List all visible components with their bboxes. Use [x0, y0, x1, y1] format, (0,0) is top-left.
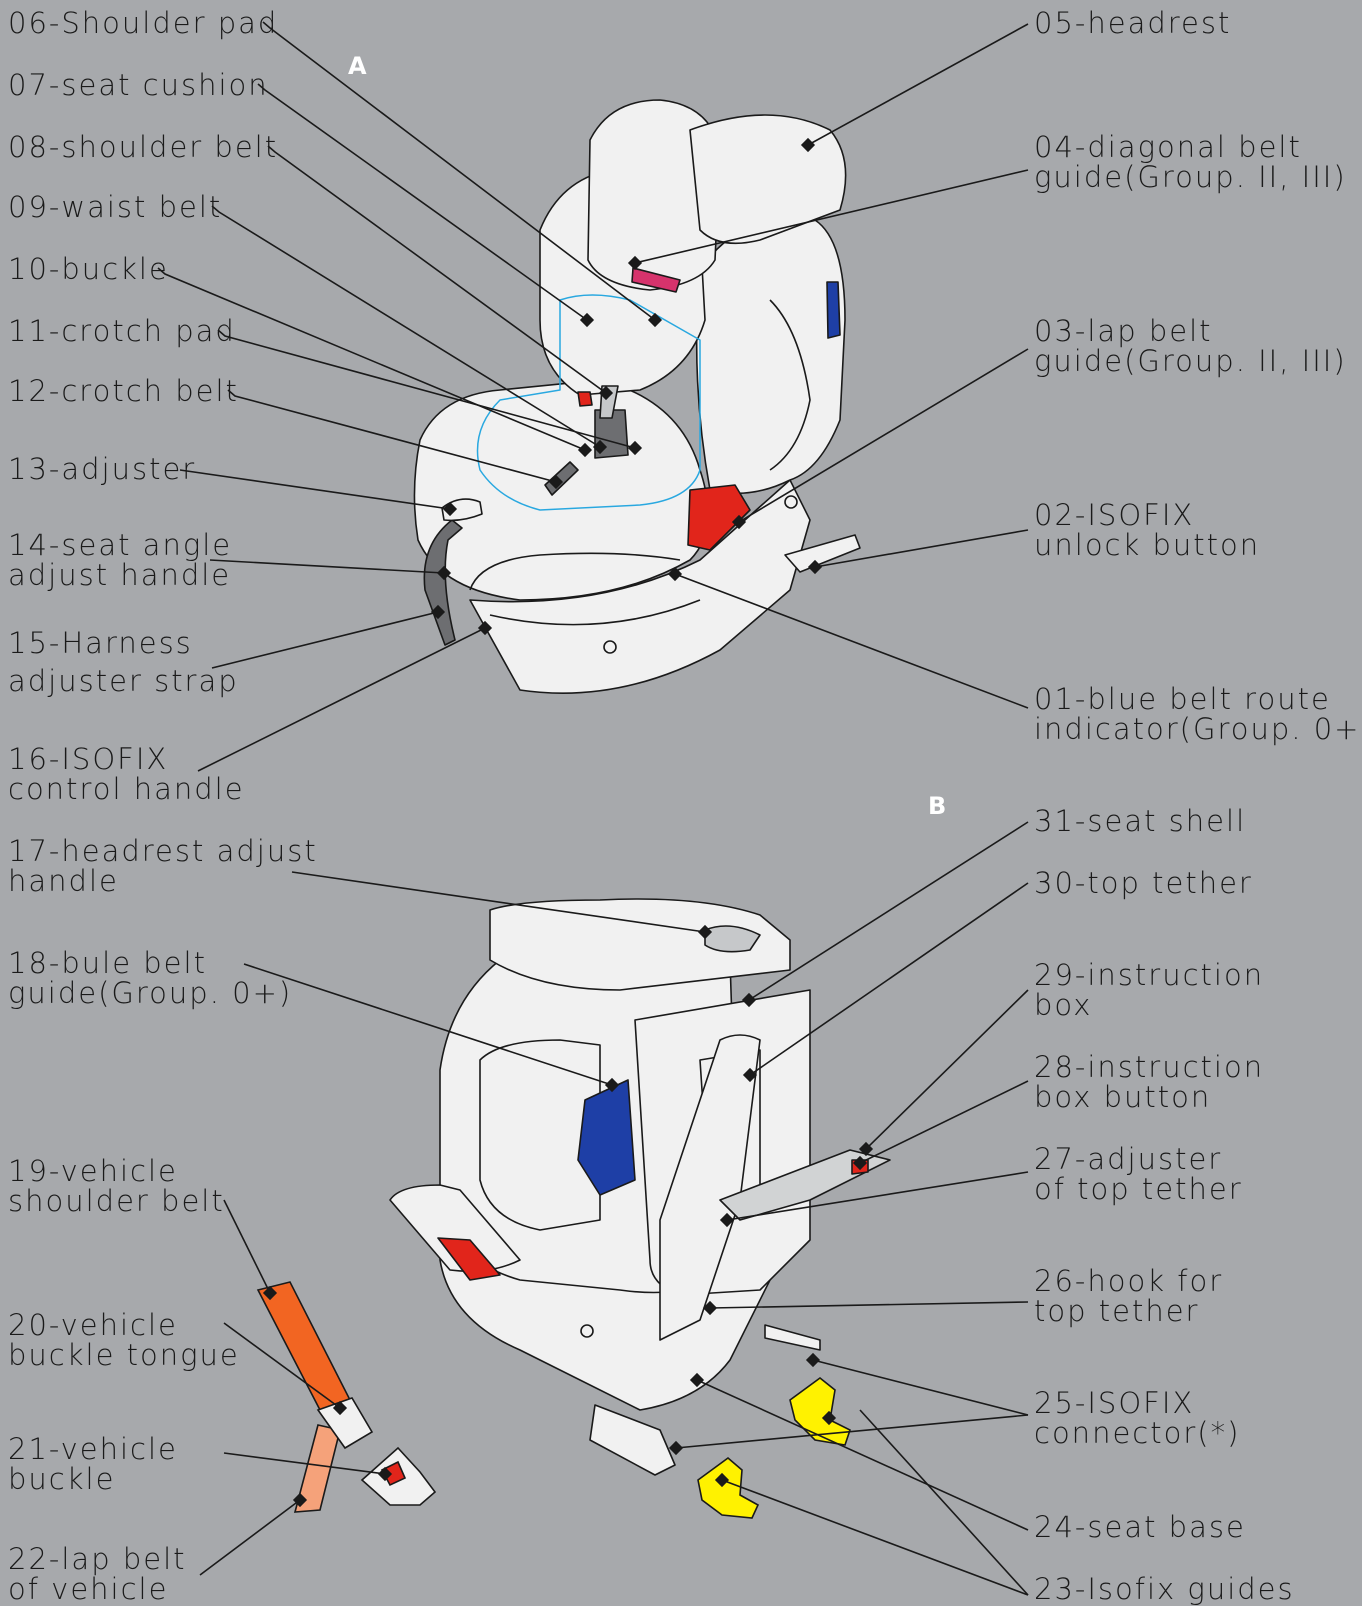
label-line: connector(*)	[1034, 1418, 1240, 1448]
label-line: buckle	[8, 1464, 178, 1494]
label-line: shoulder belt	[8, 1186, 225, 1216]
label-line: 11-crotch pad	[8, 316, 236, 346]
label-22-lap-belt-of-vehicle: 22-lap belt of vehicle	[8, 1544, 187, 1604]
label-line: 03-lap belt	[1034, 316, 1347, 346]
label-02-isofix-unlock-button: 02-ISOFIX unlock button	[1034, 500, 1260, 560]
label-05-headrest: 05-headrest	[1034, 8, 1231, 38]
label-line: 09-waist belt	[8, 192, 222, 222]
label-12-crotch-belt: 12-crotch belt	[8, 376, 239, 406]
vehicle-shoulder-belt	[258, 1282, 350, 1410]
label-03-lap-belt-guide: 03-lap belt guide(Group. II, III)	[1034, 316, 1347, 376]
label-31-seat-shell: 31-seat shell	[1034, 806, 1246, 836]
label-27-adjuster-of-top-tether: 27-adjuster of top tether	[1034, 1144, 1243, 1204]
label-08-shoulder-belt: 08-shoulder belt	[8, 132, 278, 162]
label-line: box	[1034, 990, 1264, 1020]
label-06-shoulder-pad: 06-Shoulder pad	[8, 8, 278, 38]
section-label-a: A	[348, 52, 367, 80]
label-line: 05-headrest	[1034, 8, 1231, 38]
label-09-waist-belt: 09-waist belt	[8, 192, 222, 222]
label-21-vehicle-buckle: 21-vehicle buckle	[8, 1434, 178, 1494]
label-line: 14-seat angle	[8, 530, 232, 560]
label-line: 28-instruction	[1034, 1052, 1264, 1082]
label-10-buckle: 10-buckle	[8, 254, 169, 284]
label-line: 06-Shoulder pad	[8, 8, 278, 38]
vehicle-belt-illustration	[258, 1282, 435, 1512]
label-line: 26-hook for	[1034, 1266, 1223, 1296]
label-line: 30-top tether	[1034, 868, 1253, 898]
label-line: unlock button	[1034, 530, 1260, 560]
label-25-isofix-connector: 25-ISOFIX connector(*)	[1034, 1388, 1240, 1448]
label-line: 23-Isofix guides	[1034, 1574, 1295, 1604]
label-28-instruction-box-button: 28-instruction box button	[1034, 1052, 1264, 1112]
label-24-seat-base: 24-seat base	[1034, 1512, 1246, 1542]
label-line: 02-ISOFIX	[1034, 500, 1260, 530]
label-30-top-tether: 30-top tether	[1034, 868, 1253, 898]
label-line: 15-Harness	[8, 624, 239, 662]
seat-a-side-wing	[697, 219, 845, 494]
label-line: top tether	[1034, 1296, 1223, 1326]
label-line: buckle tongue	[8, 1340, 240, 1370]
label-line: control handle	[8, 774, 245, 804]
isofix-guides-yellow	[698, 1378, 850, 1518]
label-line: 12-crotch belt	[8, 376, 239, 406]
label-line: 18-bule belt	[8, 948, 292, 978]
seat-a-cushion-body	[414, 380, 708, 600]
label-line: adjust handle	[8, 560, 232, 590]
label-26-hook-for-top-tether: 26-hook for top tether	[1034, 1266, 1223, 1326]
label-11-crotch-pad: 11-crotch pad	[8, 316, 236, 346]
label-line: guide(Group. II, III)	[1034, 162, 1347, 192]
label-line: guide(Group. II, III)	[1034, 346, 1347, 376]
label-line: indicator(Group. 0+)	[1034, 714, 1362, 744]
label-20-vehicle-buckle-tongue: 20-vehicle buckle tongue	[8, 1310, 240, 1370]
label-line: box button	[1034, 1082, 1264, 1112]
label-line: 27-adjuster	[1034, 1144, 1243, 1174]
label-13-adjuster: 13-adjuster	[8, 454, 196, 484]
label-line: 25-ISOFIX	[1034, 1388, 1240, 1418]
label-line: 10-buckle	[8, 254, 169, 284]
label-line: 04-diagonal belt	[1034, 132, 1347, 162]
label-line: 19-vehicle	[8, 1156, 225, 1186]
label-line: 08-shoulder belt	[8, 132, 278, 162]
label-line: 01-blue belt route	[1034, 684, 1362, 714]
label-line: 20-vehicle	[8, 1310, 240, 1340]
label-line: guide(Group. 0+)	[8, 978, 292, 1008]
label-line: 07-seat cushion	[8, 70, 269, 100]
label-line: 22-lap belt	[8, 1544, 187, 1574]
label-29-instruction-box: 29-instruction box	[1034, 960, 1264, 1020]
label-line: 21-vehicle	[8, 1434, 178, 1464]
label-18-blue-belt-guide: 18-bule belt guide(Group. 0+)	[8, 948, 292, 1008]
label-line: 13-adjuster	[8, 454, 196, 484]
label-17-headrest-adjust-handle: 17-headrest adjust handle	[8, 836, 318, 896]
label-line: of vehicle	[8, 1574, 187, 1604]
section-label-b: B	[928, 792, 946, 820]
label-16-isofix-control-handle: 16-ISOFIX control handle	[8, 744, 245, 804]
label-23-isofix-guides: 23-Isofix guides	[1034, 1574, 1295, 1604]
label-19-vehicle-shoulder-belt: 19-vehicle shoulder belt	[8, 1156, 225, 1216]
label-line: 24-seat base	[1034, 1512, 1246, 1542]
label-line: handle	[8, 866, 318, 896]
label-01-blue-belt-route-indicator: 01-blue belt route indicator(Group. 0+)	[1034, 684, 1362, 744]
label-line: adjuster strap	[8, 662, 239, 700]
label-14-seat-angle-adjust-handle: 14-seat angle adjust handle	[8, 530, 232, 590]
label-line: 29-instruction	[1034, 960, 1264, 990]
label-04-diagonal-belt-guide: 04-diagonal belt guide(Group. II, III)	[1034, 132, 1347, 192]
label-15-harness-adjuster-strap: 15-Harness adjuster strap	[8, 624, 239, 700]
label-line: 17-headrest adjust	[8, 836, 318, 866]
label-line: 16-ISOFIX	[8, 744, 245, 774]
label-line: 31-seat shell	[1034, 806, 1246, 836]
label-07-seat-cushion: 07-seat cushion	[8, 70, 269, 100]
label-line: of top tether	[1034, 1174, 1243, 1204]
